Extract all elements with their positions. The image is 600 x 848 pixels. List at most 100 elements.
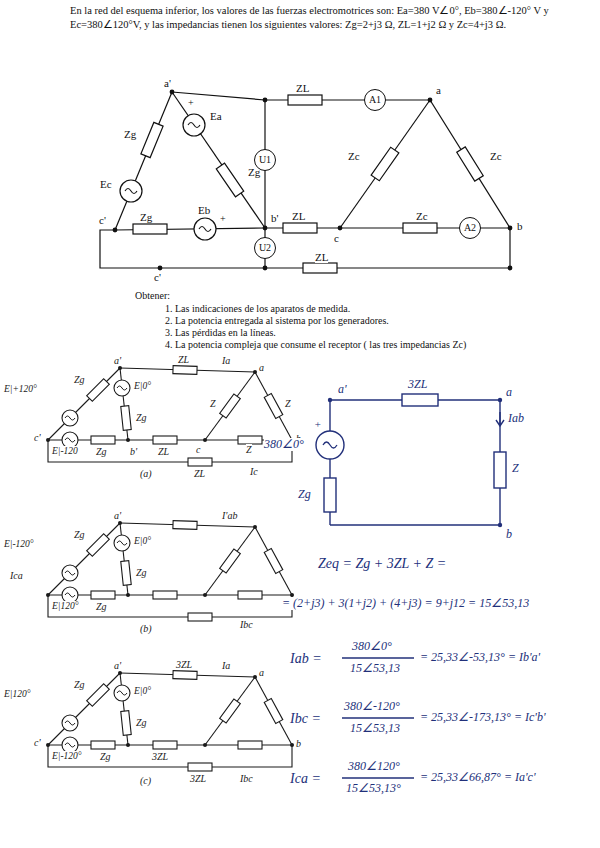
sketch-label: I'ab	[222, 510, 237, 521]
sketch-label: E|+120°	[4, 384, 37, 394]
sketch-label: Z	[246, 444, 252, 455]
printed-label: Zg	[140, 211, 152, 223]
sketch-label: a'	[114, 510, 121, 521]
rect-shape	[457, 147, 483, 181]
path-shape	[199, 227, 211, 232]
sketch-label: Ic	[250, 466, 258, 477]
junction-dots	[328, 398, 502, 527]
circle-shape	[498, 523, 502, 527]
equivalent-circuit	[330, 400, 504, 525]
circle-shape	[338, 226, 343, 231]
printed-label: En la red del esquema inferior, los valo…	[70, 4, 550, 32]
circle-shape	[508, 266, 513, 271]
sketch-label: E|120°	[4, 689, 30, 699]
printed-label: Ea	[210, 110, 222, 122]
handwritten-note: Ibc =	[290, 711, 321, 726]
circle-shape	[263, 266, 268, 271]
circle-shape	[428, 98, 433, 103]
sketch-label: Zg	[74, 374, 85, 385]
sketch-label: Ica	[10, 570, 23, 581]
rect-shape	[283, 223, 317, 233]
handwritten-note: 15∠53,13	[350, 662, 400, 675]
rect-shape	[494, 452, 506, 488]
handwritten-note: 3ZL	[408, 378, 427, 391]
line-shape	[509, 228, 510, 268]
handwritten-note: Iab =	[290, 651, 322, 666]
printed-label: Zc	[348, 150, 360, 162]
sketch-label: E|120°	[52, 601, 78, 611]
sketch-label: a'	[114, 660, 121, 671]
sketch-label: Z	[285, 398, 291, 409]
handwritten-note: 380∠0°	[264, 438, 304, 451]
handwritten-note: Z	[512, 462, 519, 475]
handwritten-note: Zeq = Zg + 3ZL + Z =	[318, 556, 446, 571]
wire-group	[100, 92, 510, 268]
printed-label: +	[188, 97, 194, 108]
printed-label: c	[334, 232, 339, 244]
handwritten-note: +	[314, 418, 321, 430]
circle-shape	[194, 218, 216, 240]
printed-label: b	[517, 220, 523, 232]
printed-label: Ec	[100, 178, 112, 190]
printed-label: b'	[271, 212, 278, 224]
rect-shape	[303, 263, 337, 273]
path-shape	[323, 442, 337, 448]
handwritten-note: = 25,33∠-53,13° = Ib'a'	[420, 651, 540, 664]
sketch-label: Zg	[74, 529, 85, 540]
equivalent-components	[316, 394, 506, 512]
handwritten-note: 15∠53,13	[350, 722, 400, 735]
sketch-label: E|0°	[134, 536, 151, 546]
printed-label: c'	[99, 214, 106, 226]
sketch-label: Zg	[74, 679, 85, 690]
meter-circle: A1	[364, 89, 386, 111]
path-shape	[188, 123, 200, 128]
printed-label: 2. La potencia entregada al sistema por …	[165, 315, 389, 326]
printed-label: Zc	[490, 150, 502, 162]
circle-shape	[113, 228, 118, 233]
circle-shape	[158, 266, 163, 271]
meter-label: U2	[259, 243, 271, 253]
sketch-label: ZL	[194, 468, 205, 479]
printed-label: Zg	[124, 128, 136, 140]
sketch-label: E|0°	[134, 686, 151, 696]
rect-shape	[133, 224, 167, 234]
printed-label: +	[220, 213, 226, 224]
circle-shape	[498, 398, 502, 402]
sketch-label: 3ZL	[176, 659, 192, 670]
circle-shape	[120, 180, 142, 202]
path-shape	[125, 189, 137, 194]
sketch-label: 3ZL	[152, 751, 168, 762]
impedance-group	[120, 95, 483, 273]
printed-label: ZL	[296, 82, 309, 94]
handwritten-note: 380∠-120°	[344, 700, 400, 713]
source-symbol	[125, 123, 211, 232]
handwritten-note: a	[506, 386, 512, 399]
sketch-label: c	[196, 444, 200, 455]
circle-shape	[263, 98, 268, 103]
line-shape	[342, 717, 414, 718]
handwritten-note: b	[506, 528, 512, 541]
line-shape	[342, 777, 414, 778]
sketch-label: b'	[130, 446, 137, 457]
rect-shape	[402, 394, 438, 406]
line-shape	[330, 524, 500, 525]
handwritten-note: 15∠53,13°	[346, 782, 401, 795]
sketch-label: a	[259, 667, 264, 678]
sketch-label: ZL	[158, 446, 169, 457]
handwritten-note: 380∠0°	[352, 640, 392, 653]
meter-circle: U2	[254, 237, 276, 259]
printed-label: a'	[164, 77, 171, 89]
line-shape	[115, 92, 172, 230]
sketch-label: Z	[210, 398, 216, 409]
printed-label: ZL	[315, 251, 328, 263]
sketch-label: Zg	[136, 412, 147, 423]
meter-circle: A2	[459, 217, 481, 239]
sketch-label: E|-120°	[4, 539, 34, 549]
sketch-label: (c)	[140, 775, 151, 786]
sketch-label: E|0°	[134, 381, 151, 391]
circle-shape	[508, 226, 513, 231]
sketch-label: Ibc	[240, 773, 253, 784]
meter-label: A2	[464, 223, 476, 233]
rect-shape	[288, 95, 322, 105]
sketch-label: b	[296, 738, 301, 749]
